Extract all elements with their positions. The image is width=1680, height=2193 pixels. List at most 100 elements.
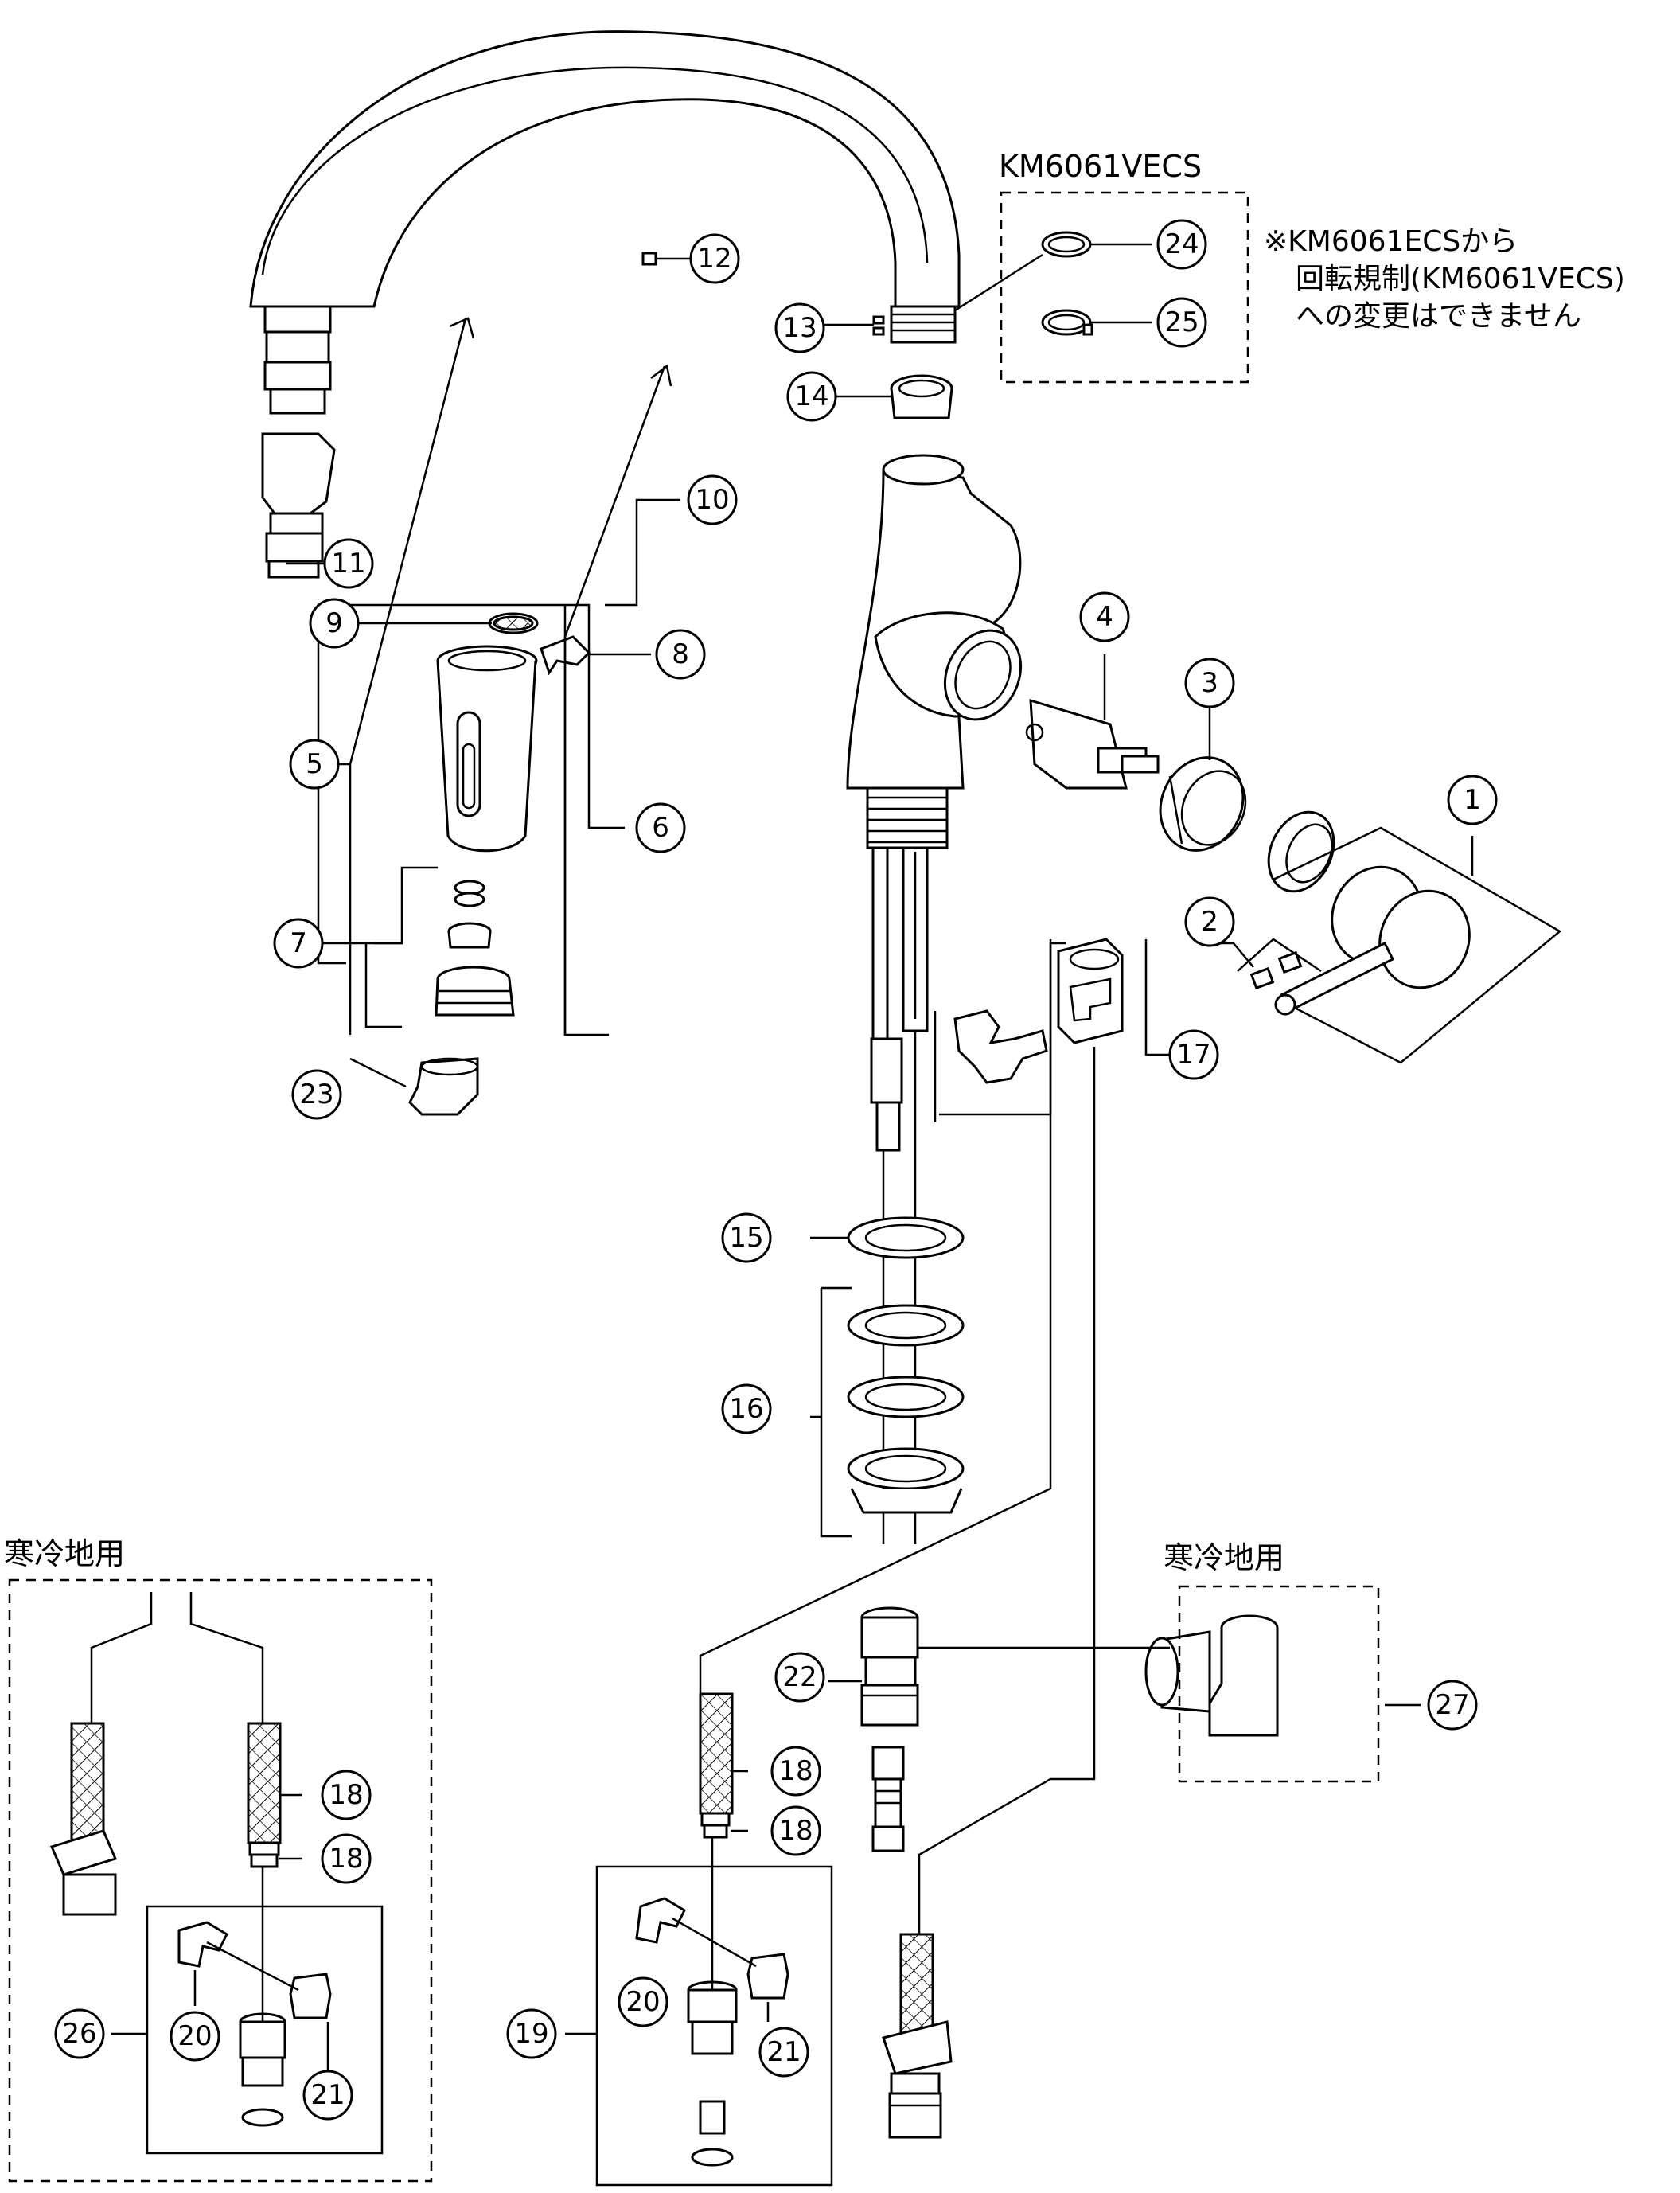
valve-center [687,1980,738,2167]
cold-region-label-right: 寒冷地用 [1164,1540,1284,1575]
callout-20b: 20 [170,2011,220,2062]
quick-connector-part-11 [261,432,336,579]
ring-part-25 [1041,309,1093,336]
screw-part-12 [641,252,667,266]
callout-label-23: 23 [299,1079,333,1110]
callout-20a: 20 [618,1976,668,2027]
ring-part-24 [1041,231,1092,258]
callout-label-9: 9 [325,607,343,639]
cartridge-part-4 [1025,698,1160,790]
callout-label-8: 8 [672,638,689,670]
callout-9: 9 [309,598,360,649]
callout-label-1: 1 [1464,784,1481,816]
clip-part-17-right [1057,938,1124,1044]
hose-connector [263,305,332,415]
callout-17: 17 [1168,1029,1219,1080]
cold-region-label-left: 寒冷地用 [4,1536,125,1571]
washer-part-15 [847,1216,965,1259]
clip-part-20-center [635,1897,686,1944]
callout-16: 16 [721,1383,772,1434]
callout-8: 8 [655,629,706,680]
clip-part-21-center [746,1953,789,2000]
callout-label-12: 12 [697,243,731,275]
callout-label-22: 22 [782,1661,817,1693]
note-line-1: ※KM6061ECSから [1264,225,1518,258]
hose-center-left [699,1692,734,1839]
routing-arrows [349,317,672,1035]
ring-part-3 [1159,756,1247,852]
callout-label-25: 25 [1164,306,1199,338]
callout-label-18c: 18 [329,1779,363,1811]
callout-2: 2 [1184,896,1235,947]
callout-label-26: 26 [62,2018,96,2050]
callout-7: 7 [273,918,324,969]
callout-label-24: 24 [1164,228,1199,260]
callout-label-14: 14 [794,380,828,412]
clip-part-17-left [953,1009,1048,1084]
callout-19: 19 [506,2008,557,2059]
callout-18a: 18 [770,1746,821,1797]
callout-label-2: 2 [1201,906,1218,938]
callout-27: 27 [1427,1680,1478,1731]
callout-label-17: 17 [1176,1039,1210,1071]
spout [249,30,961,308]
callout-label-18a: 18 [778,1755,813,1787]
callout-4: 4 [1079,591,1130,642]
callout-6: 6 [635,802,686,853]
model-label-block: KM6061VECS [999,149,1202,184]
callout-label-20b: 20 [177,2020,212,2052]
callout-18c: 18 [321,1770,372,1820]
callout-15: 15 [721,1212,772,1263]
callout-23: 23 [291,1069,342,1120]
note-line-3: への変更はできません [1296,300,1581,333]
ring-part-14 [890,374,953,419]
callout-label-16: 16 [729,1393,763,1425]
callout-label-21a: 21 [766,2036,801,2068]
spout-outlet-thread [872,305,957,344]
hand-shower-head-part-6 [436,645,538,853]
callout-18b: 18 [770,1805,821,1856]
tool-part-23 [408,1057,479,1116]
callout-21a: 21 [758,2027,809,2078]
aerator-parts-part-7 [435,880,515,1017]
callout-label-18b: 18 [778,1815,813,1847]
clip-part-21-left [289,1973,332,2019]
cap-ring [1267,810,1335,893]
note-block: ※KM6061ECSから 回転規制(KM6061VECS) への変更はできません [1264,225,1625,333]
callout-5: 5 [289,739,340,790]
adapter-center [871,1746,905,1852]
callout-label-11: 11 [331,548,365,579]
callout-label-4: 4 [1096,601,1113,633]
callout-22: 22 [774,1652,825,1703]
callout-label-20a: 20 [626,1986,660,2018]
callout-label-21b: 21 [310,2079,345,2111]
callout-label-6: 6 [652,812,669,844]
connector-part-22 [860,1606,919,1727]
callout-label-10: 10 [695,484,729,516]
callout-25: 25 [1156,297,1207,348]
callout-18d: 18 [321,1833,372,1884]
callout-11: 11 [323,538,374,589]
washers-part-16 [847,1304,965,1514]
leader-lines [90,243,1474,2187]
callout-12: 12 [689,233,740,284]
screws-part-2 [1249,950,1303,990]
callout-14: 14 [786,371,837,422]
hose-left-a [49,1722,118,1916]
dashed-boxes [8,191,1380,2183]
assembly-bracket-2 [1237,938,1322,973]
callout-10: 10 [687,474,738,525]
callout-26: 26 [54,2008,105,2059]
callout-13: 13 [774,302,825,353]
clip-part-20-left [177,1921,228,1968]
callout-label-7: 7 [290,927,307,959]
faucet-body [846,454,1023,849]
handle-part-1 [1274,865,1471,1016]
callout-label-13: 13 [782,312,817,344]
valve-left [239,2012,286,2127]
callout-label-19: 19 [514,2018,548,2050]
hose-right-bottom [882,1933,953,2139]
callout-1: 1 [1447,775,1498,825]
callout-label-5: 5 [306,748,323,780]
